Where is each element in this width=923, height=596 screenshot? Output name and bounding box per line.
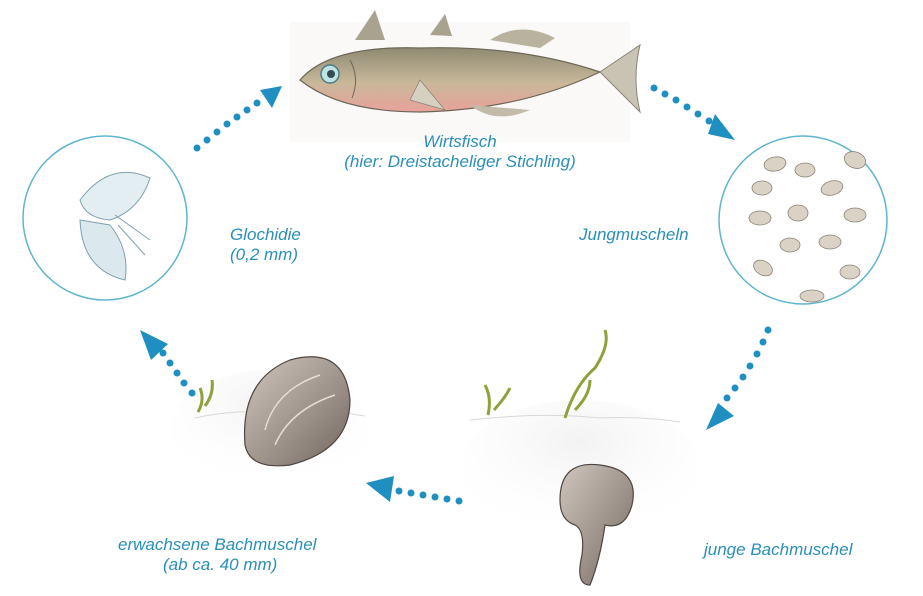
young-mussel-illustration: [460, 330, 700, 585]
glochidium-title: Glochidie: [230, 225, 301, 245]
adult-mussel-label: erwachsene Bachmuschel (ab ca. 40 mm): [118, 535, 316, 575]
juvenile-mussels-circle: [719, 136, 887, 304]
arrow-juveniles-to-young: [706, 327, 772, 431]
host-fish-title: Wirtsfisch: [290, 132, 630, 152]
arrow-glochidium-to-fish: [194, 86, 283, 152]
stickleback-fish-illustration: [290, 10, 640, 142]
glochidium-size: (0,2 mm): [230, 245, 301, 265]
juvenile-mussels-label: Jungmuscheln: [579, 225, 689, 245]
adult-mussel-size: (ab ca. 40 mm): [118, 555, 316, 575]
young-mussel-label: junge Bachmuschel: [704, 540, 852, 560]
adult-mussel-illustration: [170, 357, 370, 490]
juvenile-mussels-title: Jungmuscheln: [579, 225, 689, 245]
young-mussel-title: junge Bachmuschel: [704, 540, 852, 560]
host-fish-label: Wirtsfisch (hier: Dreistacheliger Stichl…: [290, 132, 630, 172]
arrow-adult-to-glochidium: [140, 330, 196, 397]
host-fish-subtitle: (hier: Dreistacheliger Stichling): [290, 152, 630, 172]
arrow-young-to-adult: [366, 476, 463, 505]
arrow-fish-to-juveniles: [651, 85, 736, 141]
glochidium-label: Glochidie (0,2 mm): [230, 225, 301, 265]
glochidium-circle: [23, 136, 187, 300]
adult-mussel-title: erwachsene Bachmuschel: [118, 535, 316, 555]
